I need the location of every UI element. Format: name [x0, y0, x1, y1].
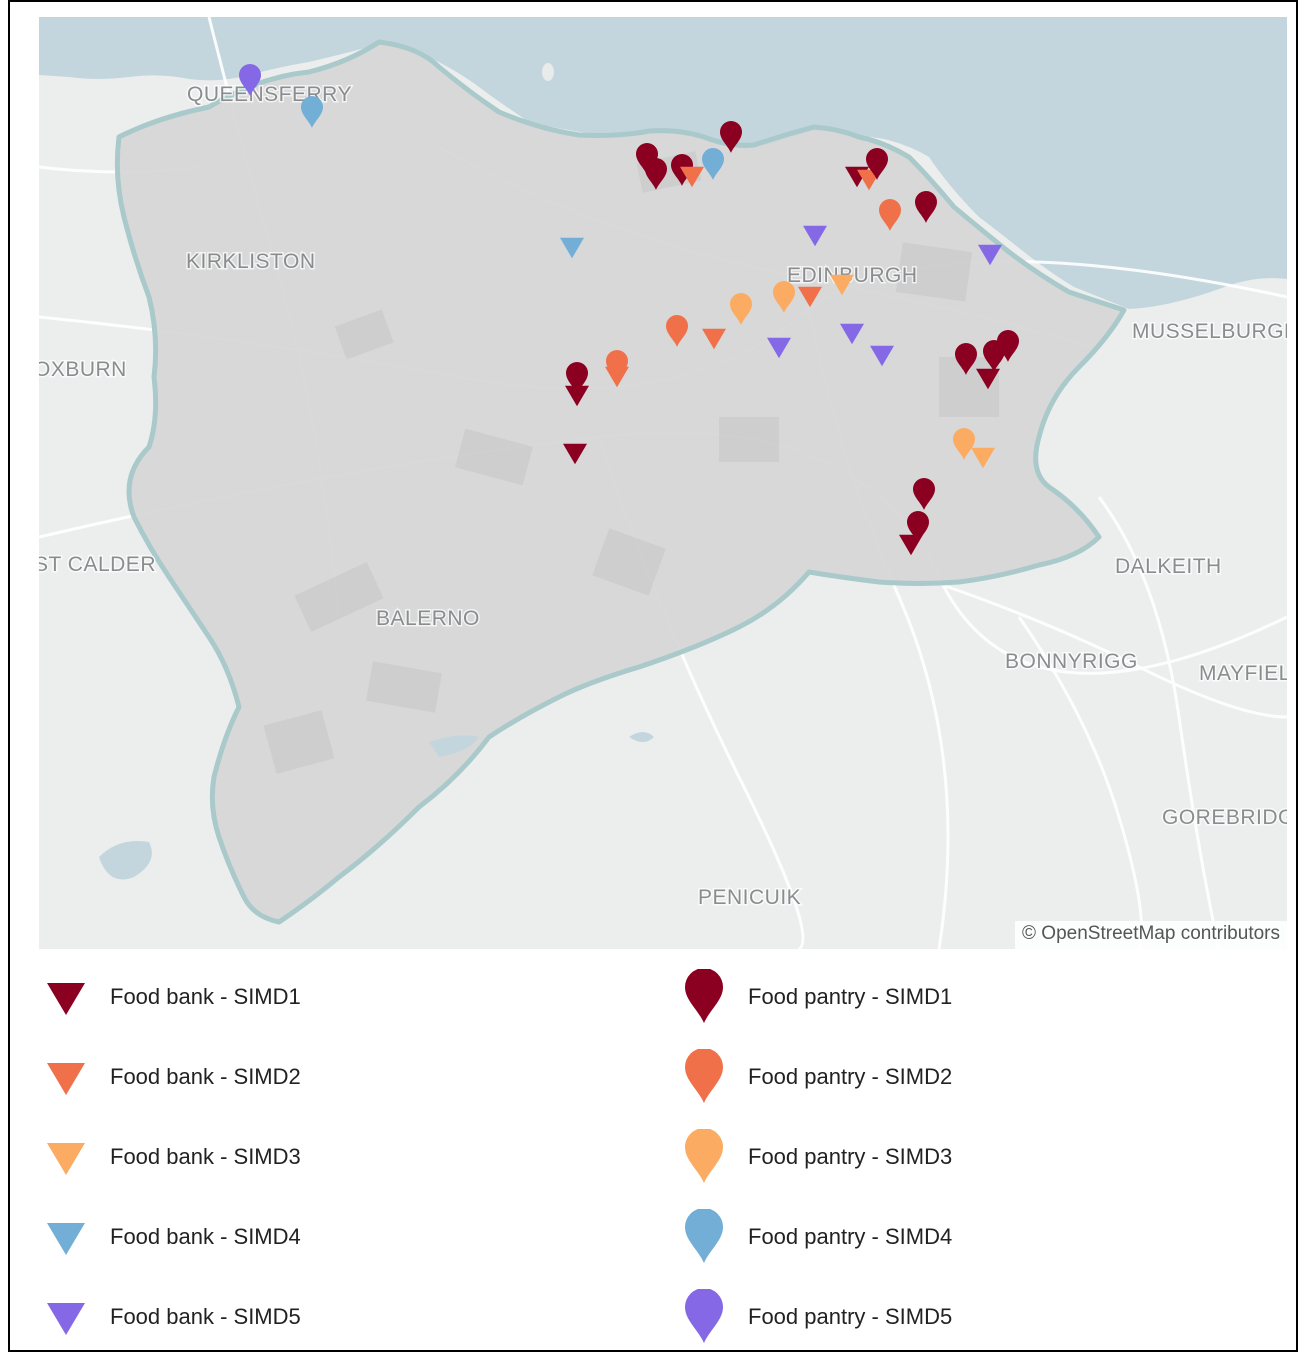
- pin-marker-icon: [672, 1207, 736, 1267]
- legend-label: Food bank - SIMD4: [110, 1224, 301, 1249]
- food-pantry-marker-simd1[interactable]: [913, 478, 935, 510]
- food-pantry-marker-simd3[interactable]: [953, 428, 975, 460]
- legend-label: Food bank - SIMD2: [110, 1064, 301, 1089]
- triangle-marker-icon: [34, 1287, 98, 1347]
- food-bank-marker-simd1[interactable]: [976, 368, 1000, 390]
- place-label: DALKEITH: [1115, 555, 1222, 578]
- place-label: PENICUIK: [698, 886, 801, 909]
- food-bank-marker-simd2[interactable]: [798, 286, 822, 308]
- food-pantry-marker-simd2[interactable]: [879, 199, 901, 231]
- food-pantry-marker-simd1[interactable]: [866, 148, 888, 180]
- legend-label: Food pantry - SIMD5: [748, 1304, 953, 1329]
- food-pantry-marker-simd1[interactable]: [907, 511, 929, 543]
- triangle-marker-icon: [34, 1207, 98, 1267]
- food-pantry-marker-simd3[interactable]: [773, 281, 795, 313]
- pin-marker-icon: [672, 1127, 736, 1187]
- pin-marker-icon: [672, 1287, 736, 1347]
- food-pantry-marker-simd2[interactable]: [666, 315, 688, 347]
- food-bank-marker-simd3[interactable]: [971, 447, 995, 469]
- food-pantry-marker-simd1[interactable]: [720, 121, 742, 153]
- place-label: MAYFIEL: [1199, 662, 1287, 685]
- food-bank-marker-simd5[interactable]: [840, 323, 864, 345]
- map-attribution[interactable]: © OpenStreetMap contributors: [1015, 921, 1287, 949]
- legend-item: Food pantry - SIMD3: [672, 1127, 952, 1187]
- food-bank-marker-simd2[interactable]: [605, 366, 629, 388]
- food-bank-marker-simd1[interactable]: [565, 385, 589, 407]
- pin-marker-icon: [672, 1047, 736, 1107]
- map-canvas[interactable]: QUEENSFERRYKIRKLISTONEDINBURGHMUSSELBURG…: [39, 17, 1287, 949]
- food-bank-marker-simd5[interactable]: [803, 225, 827, 247]
- map-markers[interactable]: [239, 64, 1019, 556]
- food-bank-marker-simd5[interactable]: [767, 337, 791, 359]
- edinburgh-region: [114, 39, 1127, 925]
- food-bank-marker-simd1[interactable]: [899, 534, 923, 556]
- food-bank-marker-simd1[interactable]: [563, 443, 587, 465]
- place-label: OXBURN: [39, 358, 127, 381]
- place-label: MUSSELBURGH: [1132, 320, 1287, 343]
- pin-marker-icon: [672, 967, 736, 1027]
- legend-label: Food bank - SIMD1: [110, 984, 301, 1009]
- legend-item: Food pantry - SIMD4: [672, 1207, 952, 1267]
- legend-item: Food pantry - SIMD1: [672, 967, 952, 1027]
- food-pantry-marker-simd4[interactable]: [301, 96, 323, 128]
- food-pantry-marker-simd1[interactable]: [997, 330, 1019, 362]
- place-label: ST CALDER: [39, 553, 156, 576]
- food-pantry-marker-simd1[interactable]: [566, 362, 588, 394]
- legend-label: Food pantry - SIMD4: [748, 1224, 953, 1249]
- food-bank-marker-simd2[interactable]: [702, 328, 726, 350]
- triangle-marker-icon: [34, 1127, 98, 1187]
- place-label: KIRKLISTON: [186, 250, 315, 273]
- food-pantry-marker-simd3[interactable]: [730, 293, 752, 325]
- food-bank-marker-simd3[interactable]: [830, 274, 854, 296]
- sea-area: [39, 17, 1287, 309]
- legend-label: Food pantry - SIMD1: [748, 984, 953, 1009]
- place-label: BALERNO: [376, 607, 480, 630]
- food-bank-marker-simd2[interactable]: [680, 166, 704, 188]
- legend-item: Food pantry - SIMD5: [672, 1287, 952, 1347]
- food-pantry-marker-simd5[interactable]: [239, 64, 261, 96]
- place-label: GOREBRIDG: [1162, 806, 1287, 829]
- legend-label: Food bank - SIMD5: [110, 1304, 301, 1329]
- reservoirs: [99, 732, 654, 880]
- legend-item: Food bank - SIMD2: [34, 1047, 301, 1107]
- legend-item: Food bank - SIMD1: [34, 967, 301, 1027]
- food-pantry-marker-simd1[interactable]: [955, 343, 977, 375]
- triangle-marker-icon: [34, 967, 98, 1027]
- legend-label: Food pantry - SIMD2: [748, 1064, 953, 1089]
- food-pantry-marker-simd2[interactable]: [606, 350, 628, 382]
- food-bank-marker-simd4[interactable]: [560, 237, 584, 259]
- legend-label: Food bank - SIMD3: [110, 1144, 301, 1169]
- place-label: QUEENSFERRY: [187, 83, 352, 106]
- legend-item: Food pantry - SIMD2: [672, 1047, 952, 1107]
- triangle-marker-icon: [34, 1047, 98, 1107]
- food-pantry-marker-simd1[interactable]: [915, 191, 937, 223]
- food-pantry-marker-simd4[interactable]: [702, 148, 724, 180]
- food-pantry-marker-simd1[interactable]: [645, 158, 667, 190]
- island: [542, 63, 554, 81]
- food-bank-marker-simd5[interactable]: [978, 244, 1002, 266]
- place-label: BONNYRIGG: [1005, 650, 1138, 673]
- legend-item: Food bank - SIMD4: [34, 1207, 301, 1267]
- place-labels: QUEENSFERRYKIRKLISTONEDINBURGHMUSSELBURG…: [39, 82, 1287, 911]
- food-pantry-marker-simd1[interactable]: [636, 143, 658, 175]
- legend-item: Food bank - SIMD5: [34, 1287, 301, 1347]
- urban-texture: [263, 151, 999, 774]
- food-bank-marker-simd5[interactable]: [870, 345, 894, 367]
- legend-label: Food pantry - SIMD3: [748, 1144, 953, 1169]
- legend-item: Food bank - SIMD3: [34, 1127, 301, 1187]
